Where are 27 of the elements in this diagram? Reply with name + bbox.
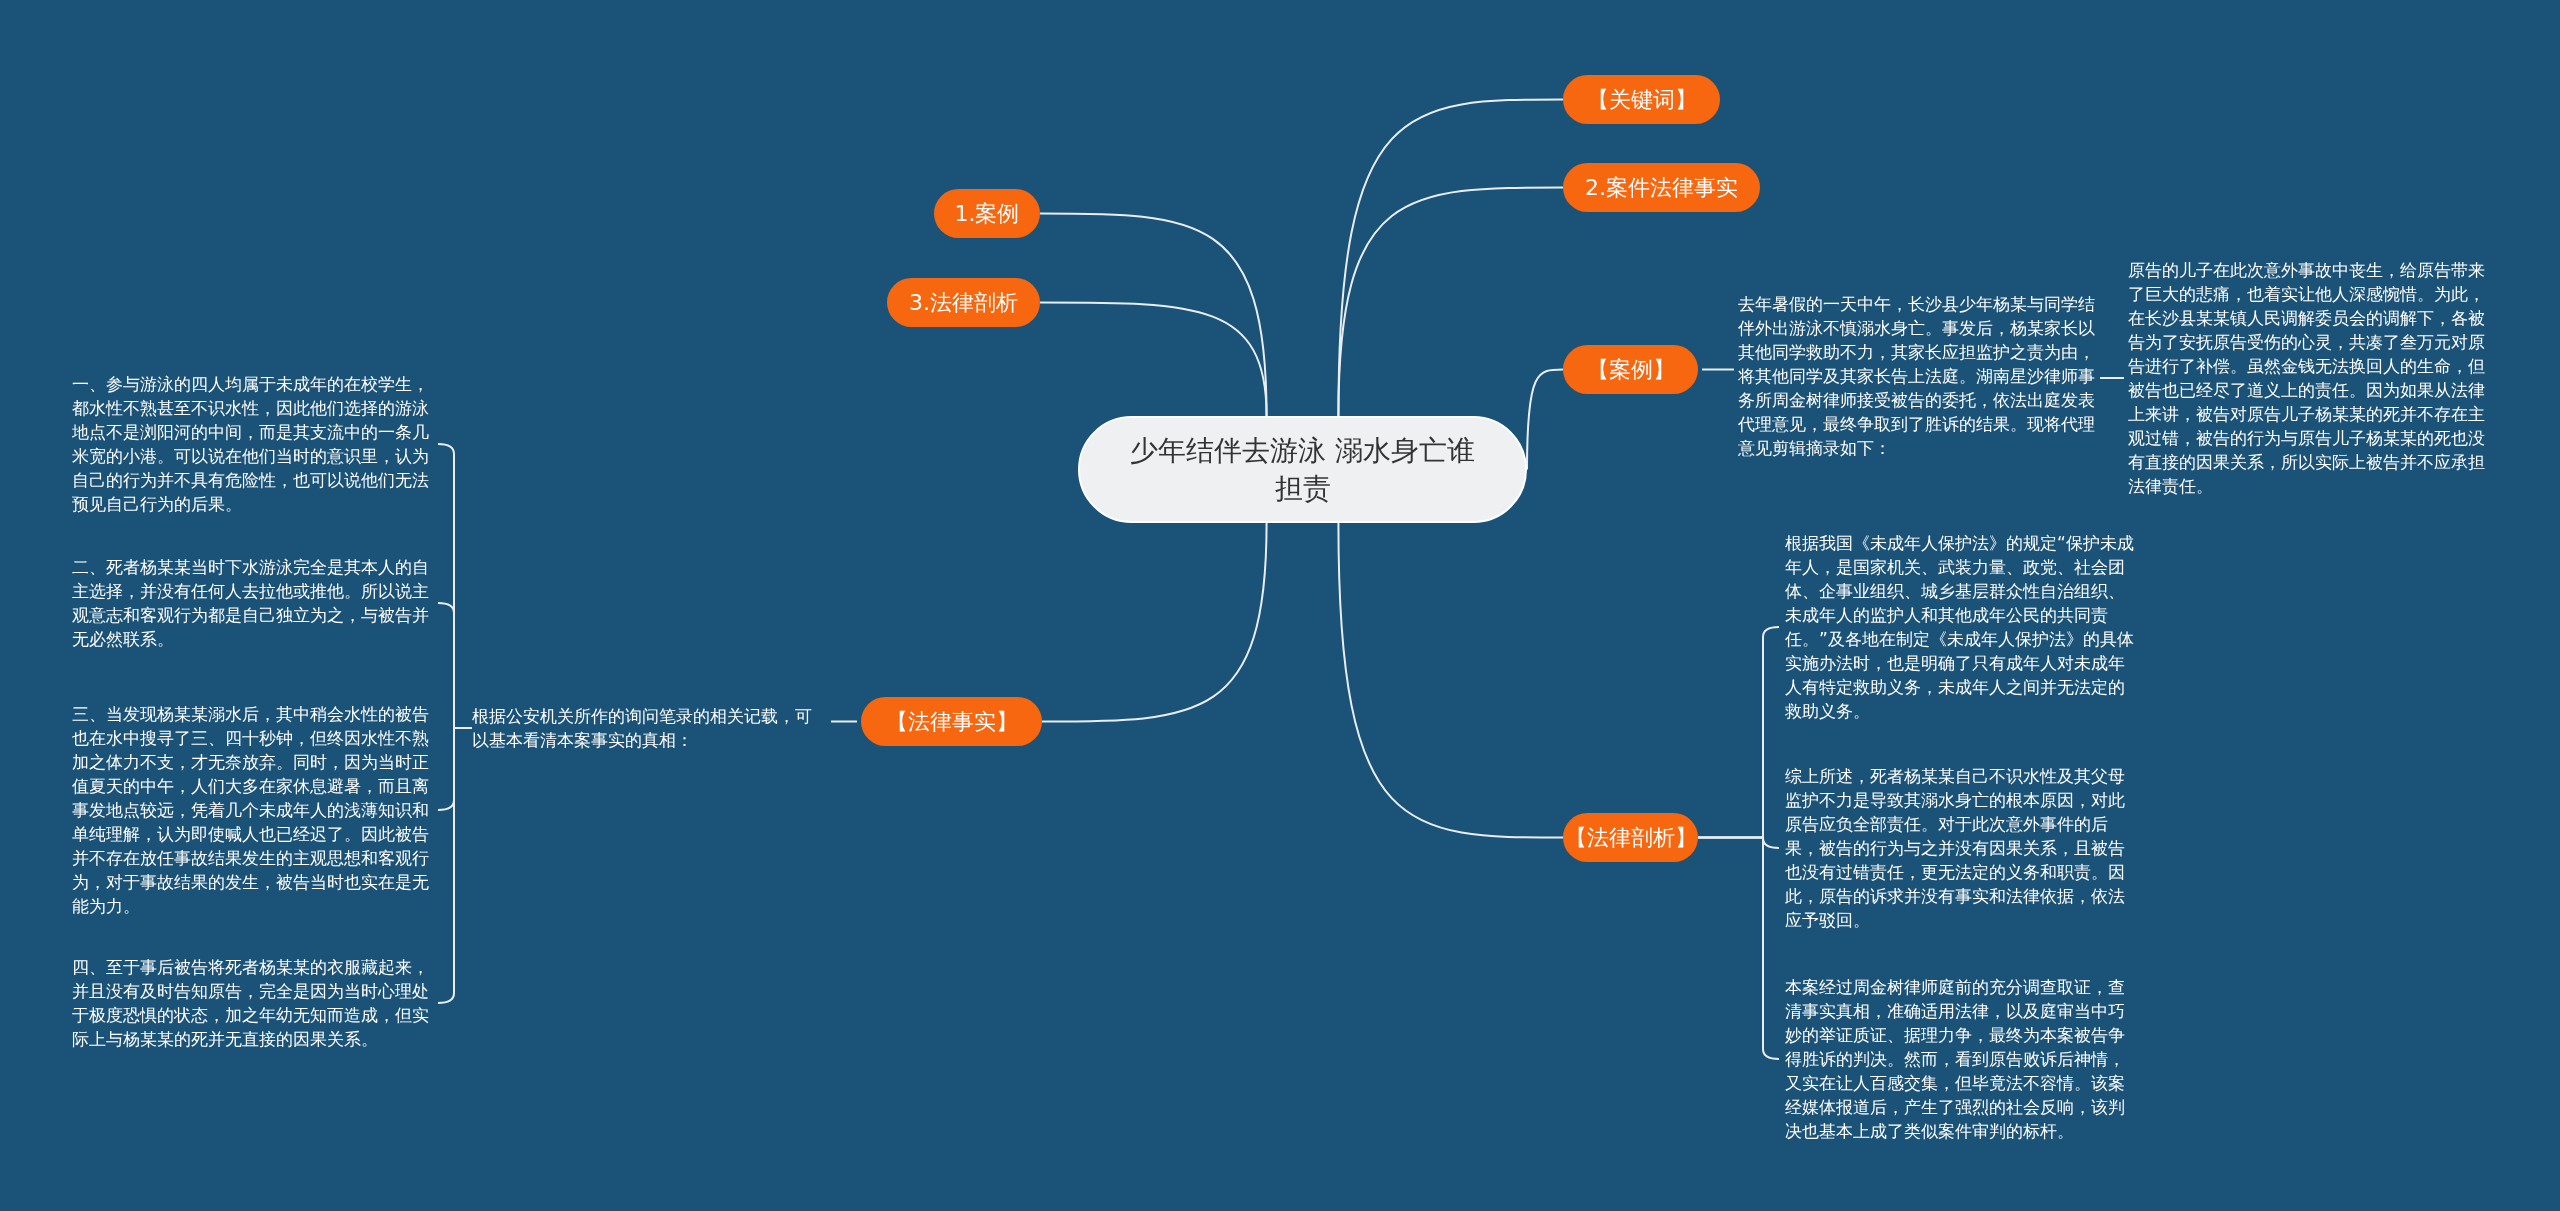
paragraph-text: 原告的儿子在此次意外事故中丧生，给原告带来了巨大的悲痛，也着实让他人深感惋惜。为此，在长沙县某某镇人民调解委员会的调解下，各被告为了安抚原告受伤的心灵，共凑了叁万元对原告进行了补偿。虽然金钱无法换回人的生命，但被告也已经尽了道义上的责任。因为如果从法律上来讲，被告对原告儿子杨某某的死并不存在主观过错，被告的行为与原告儿子杨某某的死也没有直接的因果关系，所以实际上被告并不应承担法律责任。 xyxy=(2128,258,2493,498)
topic-pill: 3.法律剖析 xyxy=(887,278,1040,327)
topic-pill: 【法律事实】 xyxy=(861,697,1042,746)
connector-line xyxy=(2099,377,2125,379)
paragraph-text: 去年暑假的一天中午，长沙县少年杨某与同学结伴外出游泳不慎溺水身亡。事发后，杨某家长以其他同学救助不力，其家长应担监护之责为由，将其他同学及其家长告上法庭。湖南星沙律师事务所周金树律师接受被告的委托，依法出庭发表代理意见，最终争取到了胜诉的结果。现将代理意见剪辑摘录如下： xyxy=(1738,292,2096,460)
connector-line xyxy=(830,720,858,723)
connector-line xyxy=(1337,522,1564,839)
connector-line xyxy=(437,727,473,1004)
topic-pill: 【关键词】 xyxy=(1563,75,1720,124)
connector-line xyxy=(1337,186,1564,417)
paragraph-text: 一、参与游泳的四人均属于未成年的在校学生，都水性不熟甚至不识水性，因此他们选择的游泳地点不是浏阳河的中间，而是其支流中的一条几米宽的小港。可以说在他们当时的意识里，认为自己的行为并不具有危险性，也可以说他们无法预见自己行为的后果。 xyxy=(72,372,440,516)
paragraph-text: 二、死者杨某某当时下水游泳完全是其本人的自主选择，并没有任何人去拉他或推他。所以说主观意志和客观行为都是自己独立为之，与被告并无必然联系。 xyxy=(72,555,440,651)
connector-line xyxy=(1697,836,1780,1060)
paragraph-text: 根据我国《未成年人保护法》的规定“保护未成年人，是国家机关、武装力量、政党、社会团体、企事业组织、城乡基层群众性自治组织、未成年人的监护人和其他成年公民的共同责任。”及各地在制定《未成年人保护法》的具体实施办法时，也是明确了只有成年人对未成年人有特定救助义务，未成年人之间并无法定的救助义务。 xyxy=(1785,531,2135,723)
paragraph-text: 四、至于事后被告将死者杨某某的衣服藏起来，并且没有及时告知原告，完全是因为当时心理处于极度恐惧的状态，加之年幼无知而造成，但实际上与杨某某的死并无直接的因果关系。 xyxy=(72,955,440,1051)
paragraph-text: 根据公安机关所作的询问笔录的相关记载，可以基本看清本案事实的真相： xyxy=(472,704,827,752)
paragraph-text: 综上所述，死者杨某某自己不识水性及其父母监护不力是导致其溺水身亡的根本原因，对此原告应负全部责任。对于此次意外事件的后果，被告的行为与之并没有因果关系，且被告也没有过错责任，更无法定的义务和职责。因此，原告的诉求并没有事实和法律依据，依法应予驳回。 xyxy=(1785,764,2135,932)
paragraph-text: 三、当发现杨某某溺水后，其中稍会水性的被告也在水中搜寻了三、四十秒钟，但终因水性不熟加之体力不支，才无奈放弃。同时，因为当时正值夏天的中午，人们大多在家休息避暑，而且离事发地点较远，凭着几个未成年人的浅薄知识和单纯理解，认为即使喊人也已经迟了。因此被告并不存在放任事故结果发生的主观思想和客观行为，对于事故结果的发生，被告当时也实在是无能为力。 xyxy=(72,702,440,918)
connector-line xyxy=(1701,368,1735,371)
central-topic-box: 少年结伴去游泳 溺水身亡谁担责 xyxy=(1078,416,1527,523)
connector-line xyxy=(1039,301,1268,417)
topic-pill: 1.案例 xyxy=(934,189,1040,238)
connector-line xyxy=(1041,522,1268,723)
topic-pill: 【法律剖析】 xyxy=(1563,813,1698,862)
topic-pill: 【案例】 xyxy=(1563,345,1698,394)
topic-pill: 2.案件法律事实 xyxy=(1563,163,1760,212)
paragraph-text: 本案经过周金树律师庭前的充分调查取证，查清事实真相，准确适用法律，以及庭审当中巧妙的举证质证、据理力争，最终为本案被告争得胜诉的判决。然而，看到原告败诉后神情，又实在让人百感交集，但毕竟法不容情。该案经媒体报道后，产生了强烈的社会反响，该判决也基本上成了类似案件审判的标杆。 xyxy=(1785,975,2135,1143)
